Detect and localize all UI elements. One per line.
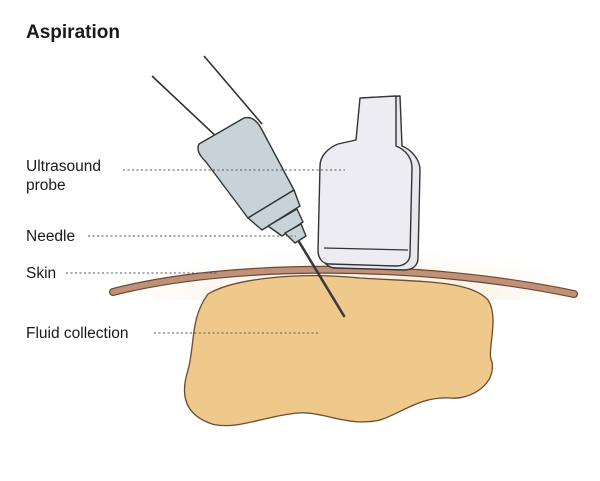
- fluid-collection-label: Fluid collection: [26, 324, 129, 343]
- syringe: [198, 118, 306, 243]
- ultrasound-probe: [318, 96, 420, 270]
- skin-label: Skin: [26, 264, 56, 283]
- fluid-collection-shape: [185, 276, 494, 426]
- ultrasound-probe-label-line2: probe: [26, 176, 101, 195]
- ultrasound-probe-label: Ultrasound probe: [26, 157, 101, 195]
- needle-label: Needle: [26, 227, 75, 246]
- ultrasound-probe-label-line1: Ultrasound: [26, 157, 101, 176]
